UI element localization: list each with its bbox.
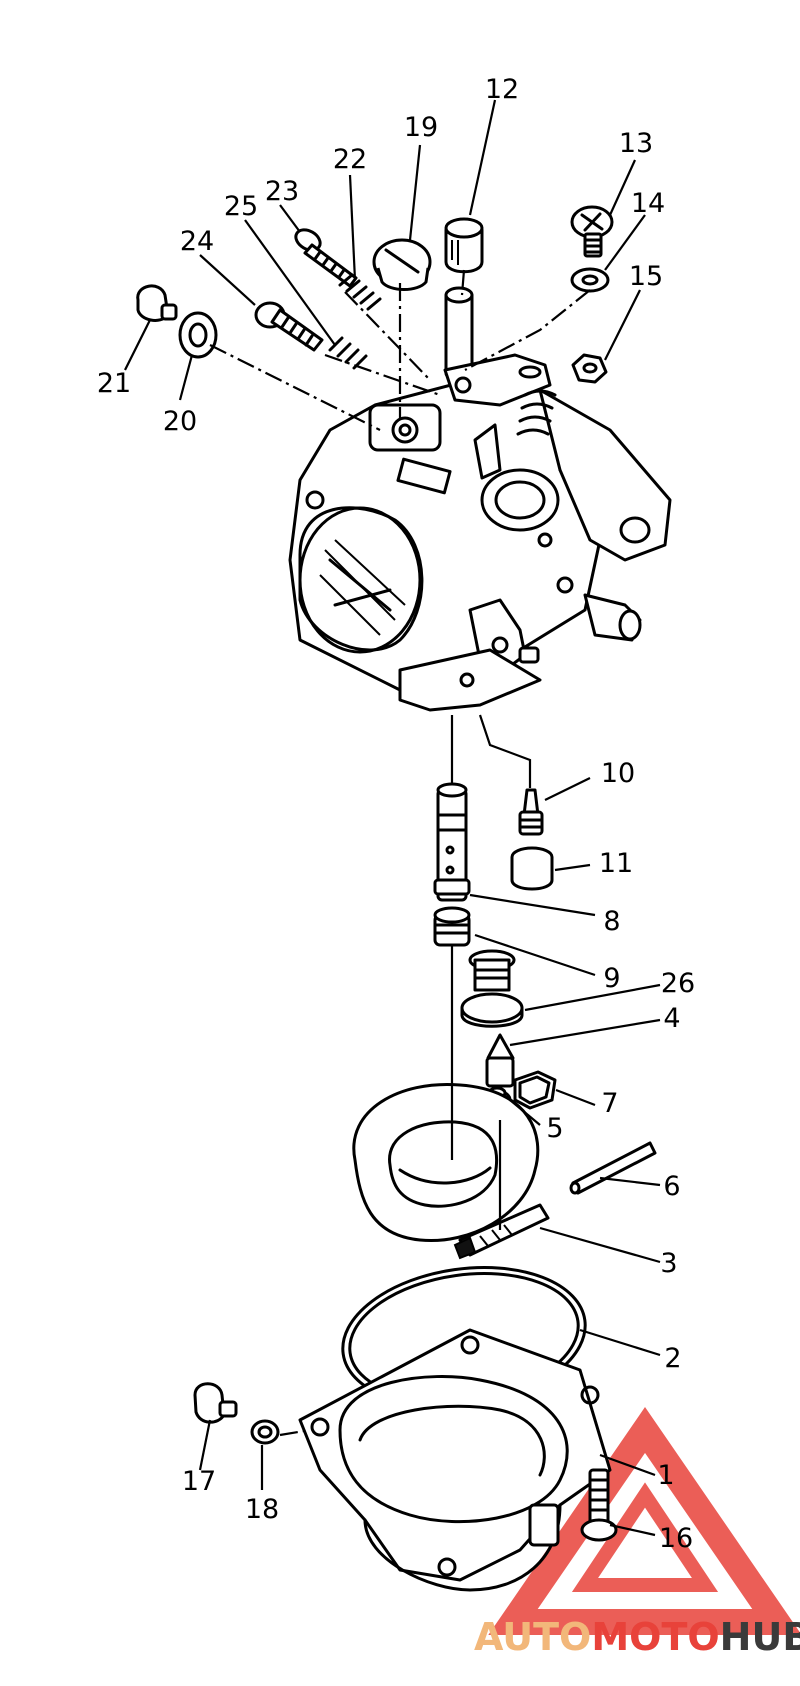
callout-21: 21 xyxy=(97,368,131,399)
part-18-washer xyxy=(250,1419,280,1445)
watermark-hub: HUB xyxy=(720,1615,800,1659)
part-10-needle xyxy=(518,788,544,836)
callout-labels: 12 19 22 23 25 24 13 14 15 21 20 10 11 8… xyxy=(97,74,695,1554)
part-19-plug xyxy=(372,238,432,291)
callout-1: 1 xyxy=(657,1460,674,1491)
callout-10: 10 xyxy=(601,758,635,789)
callout-15: 15 xyxy=(629,261,663,292)
callout-8: 8 xyxy=(603,906,620,937)
callout-17: 17 xyxy=(182,1466,216,1497)
callout-2: 2 xyxy=(664,1343,681,1374)
callout-26: 26 xyxy=(661,968,695,999)
part-7-gasket xyxy=(513,1070,557,1110)
callout-14: 14 xyxy=(631,188,665,219)
callout-18: 18 xyxy=(245,1494,279,1525)
part-12-cap xyxy=(444,217,484,274)
callout-9: 9 xyxy=(603,963,620,994)
part-15-nut xyxy=(571,353,608,384)
part-25-spring xyxy=(328,336,368,370)
part-26-valve-seat xyxy=(460,949,524,1028)
callout-24: 24 xyxy=(180,226,214,257)
part-float xyxy=(352,1082,550,1260)
callout-4: 4 xyxy=(663,1003,680,1034)
callout-6: 6 xyxy=(663,1171,680,1202)
part-11-seat xyxy=(510,846,554,891)
callout-19: 19 xyxy=(404,112,438,143)
part-4-inlet-needle xyxy=(485,1033,515,1088)
callout-23: 23 xyxy=(265,176,299,207)
watermark-moto: MOTO xyxy=(591,1615,719,1659)
callout-25: 25 xyxy=(224,191,258,222)
watermark-auto: AUTO xyxy=(474,1615,591,1659)
part-8-nozzle xyxy=(433,782,471,902)
part-14-washer xyxy=(570,267,610,293)
part-21-plug xyxy=(136,284,178,322)
part-20-washer xyxy=(178,311,218,359)
callout-12: 12 xyxy=(485,74,519,105)
callout-16: 16 xyxy=(659,1523,693,1554)
callout-20: 20 xyxy=(163,406,197,437)
watermark-text: AUTOMOTOHUB xyxy=(474,1615,800,1659)
part-9-jet xyxy=(433,906,471,947)
part-6-pin xyxy=(569,1141,657,1195)
callout-7: 7 xyxy=(601,1088,618,1119)
part-1-float-bowl xyxy=(298,1328,612,1592)
part-23-screw xyxy=(294,228,358,288)
callout-3: 3 xyxy=(660,1248,677,1279)
leader-lines xyxy=(124,99,661,1537)
callout-11: 11 xyxy=(599,848,633,879)
callout-22: 22 xyxy=(333,144,367,175)
part-24-screw xyxy=(254,301,324,352)
part-16-screw xyxy=(580,1468,618,1542)
callout-5: 5 xyxy=(546,1113,563,1144)
part-22-spring xyxy=(338,273,382,311)
callout-13: 13 xyxy=(619,128,653,159)
watermark-logo xyxy=(488,1407,800,1635)
carburetor-body xyxy=(288,286,672,712)
part-13-screw xyxy=(570,205,614,258)
part-17-plug xyxy=(193,1382,238,1424)
